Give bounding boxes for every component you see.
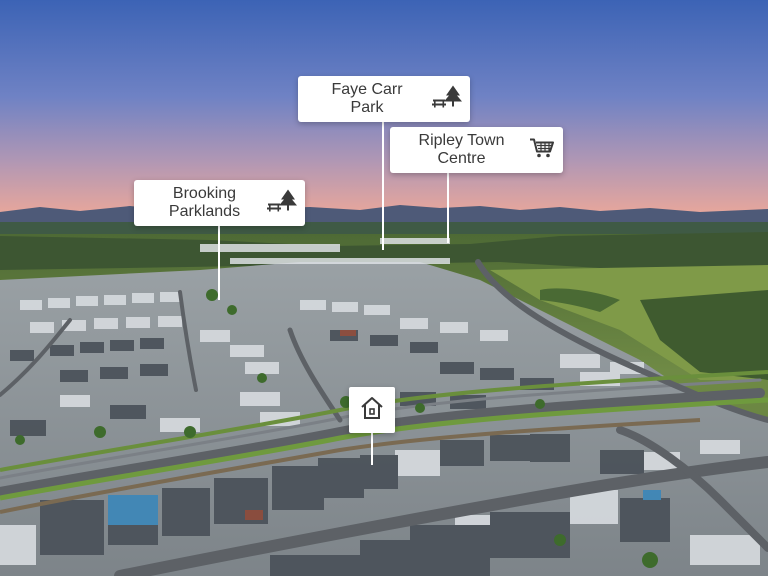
- ripley-town-centre-label: Ripley Town Centre: [390, 127, 563, 173]
- brooking-parklands-label: Brooking Parklands: [134, 180, 305, 226]
- park-tree-bench-icon: [267, 189, 297, 218]
- ripley-connector: [447, 173, 449, 243]
- home-connector: [371, 433, 373, 465]
- park-tree-bench-icon: [432, 85, 462, 114]
- faye-carr-line1: Faye Carr: [331, 81, 403, 98]
- home-location-marker: [349, 387, 395, 433]
- ripley-line1: Ripley Town: [418, 132, 505, 149]
- roads: [0, 259, 768, 576]
- faye-carr-line2: Park: [350, 99, 384, 116]
- house-roofs: [0, 292, 760, 576]
- brooking-line2: Parklands: [168, 203, 241, 220]
- brooking-connector: [218, 226, 220, 300]
- faye-carr-park-label: Faye Carr Park: [298, 76, 470, 122]
- brooking-line1: Brooking: [172, 185, 237, 202]
- ripley-line2: Centre: [437, 150, 486, 167]
- shopping-cart-icon: [529, 137, 555, 164]
- faye-carr-connector: [382, 122, 384, 250]
- house-icon: [359, 395, 385, 426]
